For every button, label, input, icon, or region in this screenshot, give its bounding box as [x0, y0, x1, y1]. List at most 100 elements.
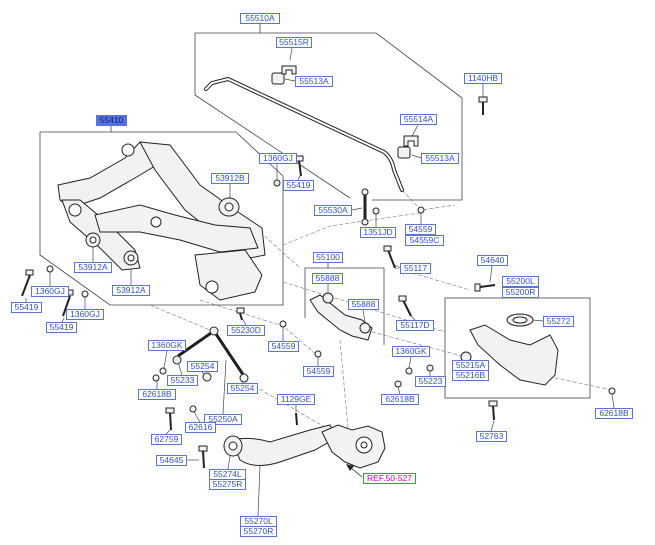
part-label-62618b-2[interactable]: 62618B: [381, 394, 419, 405]
leader-line: [611, 393, 615, 409]
bolt-54645-head: [198, 445, 208, 452]
part-label-55230d[interactable]: 55230D: [227, 325, 265, 336]
part-label-55419-2[interactable]: 55419: [11, 302, 42, 313]
part-label-55250a[interactable]: 55250A: [204, 414, 242, 425]
crossmember-rear-beam: [94, 204, 259, 253]
stabilizer-bushing-right: [397, 146, 411, 159]
bolt-55230d-head: [236, 307, 245, 314]
bushing-53912a-left-core: [89, 236, 97, 244]
crossmember-mount-hole: [205, 280, 219, 294]
link-bushing-55254: [202, 372, 212, 382]
lower-arm-group-frame: [444, 297, 591, 399]
bushing-55888-left: [322, 292, 334, 304]
part-label-53912a-1[interactable]: 53912A: [74, 262, 112, 273]
stabilizer-link-ball-bottom: [361, 218, 369, 226]
part-label-55233[interactable]: 55233: [167, 375, 198, 386]
lower-arm-55200: [469, 324, 559, 386]
part-label-55888-2[interactable]: 55888: [348, 299, 379, 310]
bolt-52763-head: [488, 400, 498, 407]
bolt-55230d: [239, 312, 243, 321]
part-label-55254-2[interactable]: 55254: [227, 383, 258, 394]
reference-arrow-head: [346, 464, 354, 471]
part-label-55515r[interactable]: 55515R: [276, 37, 312, 48]
part-label-55513a-2[interactable]: 55513A: [421, 153, 459, 164]
part-label-55270r[interactable]: 55270R: [240, 526, 277, 537]
part-label-62618b-1[interactable]: 62618B: [138, 389, 176, 400]
lateral-link-rod-2: [212, 330, 246, 377]
part-label-54645[interactable]: 54645: [156, 455, 187, 466]
part-label-55200r[interactable]: 55200R: [502, 287, 539, 298]
part-label-54559-3[interactable]: 54559: [303, 366, 334, 377]
part-label-1360gj-1[interactable]: 1360GJ: [259, 153, 297, 164]
nut-54559-top: [417, 206, 425, 214]
crossmember-mount-hole: [121, 143, 135, 157]
part-label-62759[interactable]: 62759: [151, 434, 182, 445]
leader-line: [289, 47, 293, 61]
nut-54559-mid: [279, 320, 287, 328]
bolt-55419-top-head: [295, 155, 304, 162]
part-label-55530a[interactable]: 55530A: [314, 205, 352, 216]
part-label-1360gj-3[interactable]: 1360GJ: [66, 309, 104, 320]
assembly-line: [282, 212, 421, 246]
link-bushing-55254-end: [239, 373, 249, 383]
part-label-53912b[interactable]: 53912B: [211, 173, 249, 184]
reference-link[interactable]: REF.50-527: [363, 473, 416, 484]
part-label-62616[interactable]: 62616: [185, 422, 216, 433]
leader-line: [163, 350, 168, 369]
nut-62618b-left: [152, 374, 160, 382]
part-label-1360gk-1[interactable]: 1360GK: [148, 340, 186, 351]
part-label-55888-1[interactable]: 55888: [312, 273, 343, 284]
part-label-1140hb[interactable]: 1140HB: [464, 73, 502, 84]
bushing-53912b-core: [224, 202, 234, 212]
part-label-54559-2[interactable]: 54559: [268, 341, 299, 352]
stabilizer-bushing-left: [271, 72, 285, 85]
part-label-1360gj-2[interactable]: 1360GJ: [31, 286, 69, 297]
knuckle: [321, 424, 386, 469]
part-label-55410[interactable]: 55410: [96, 115, 127, 126]
leader-line: [362, 309, 366, 323]
nut-1360gj-top: [273, 179, 281, 187]
stabilizer-bracket-right: [403, 135, 419, 147]
leader-line: [490, 420, 495, 432]
leader-line: [394, 264, 401, 269]
part-label-54559c[interactable]: 54559C: [405, 235, 444, 246]
bolt-55419-left-head: [25, 269, 34, 276]
part-label-55117[interactable]: 55117: [400, 263, 431, 274]
part-label-1360gk-2[interactable]: 1360GK: [392, 346, 430, 357]
bolt-head-1140hb: [478, 96, 488, 103]
part-label-55514a[interactable]: 55514A: [400, 114, 437, 125]
leader-line: [408, 356, 412, 369]
stabilizer-link-ball-top: [361, 188, 369, 196]
leader-line: [165, 429, 171, 435]
part-label-55275r[interactable]: 55275R: [209, 479, 246, 490]
part-label-55254-1[interactable]: 55254: [187, 361, 218, 372]
part-label-55419-3[interactable]: 55419: [46, 322, 77, 333]
part-label-54559-1[interactable]: 54559: [405, 224, 436, 235]
bolt-1129ge: [295, 412, 298, 426]
part-label-55216b[interactable]: 55216B: [452, 370, 489, 381]
part-label-54640[interactable]: 54640: [477, 255, 508, 266]
nut-1360gk-left: [159, 367, 167, 375]
part-label-62618b-3[interactable]: 62618B: [595, 408, 633, 419]
part-label-55223[interactable]: 55223: [415, 376, 446, 387]
part-label-52763[interactable]: 52763: [476, 431, 507, 442]
part-label-55117d[interactable]: 55117D: [396, 320, 434, 331]
part-label-55419-1[interactable]: 55419: [283, 180, 314, 191]
part-label-55513a-1[interactable]: 55513A: [295, 76, 333, 87]
part-label-1351jd[interactable]: 1351JD: [360, 227, 396, 238]
bolt-54645: [202, 449, 205, 469]
part-label-55100[interactable]: 55100: [313, 252, 343, 263]
leader-line: [284, 78, 296, 82]
nut-54559-low: [314, 350, 322, 358]
part-label-55272[interactable]: 55272: [543, 316, 574, 327]
upper-arm-55100: [309, 294, 373, 341]
part-label-55200l[interactable]: 55200L: [502, 276, 539, 287]
part-label-53912a-2[interactable]: 53912A: [112, 285, 150, 296]
bolt-62759: [169, 411, 172, 431]
part-label-55510a[interactable]: 55510A: [240, 13, 280, 24]
stabilizer-bar-highlight: [205, 77, 403, 191]
part-label-1129ge[interactable]: 1129GE: [277, 394, 315, 405]
leader-line: [351, 207, 363, 211]
reference-arrow-line: [349, 466, 363, 478]
